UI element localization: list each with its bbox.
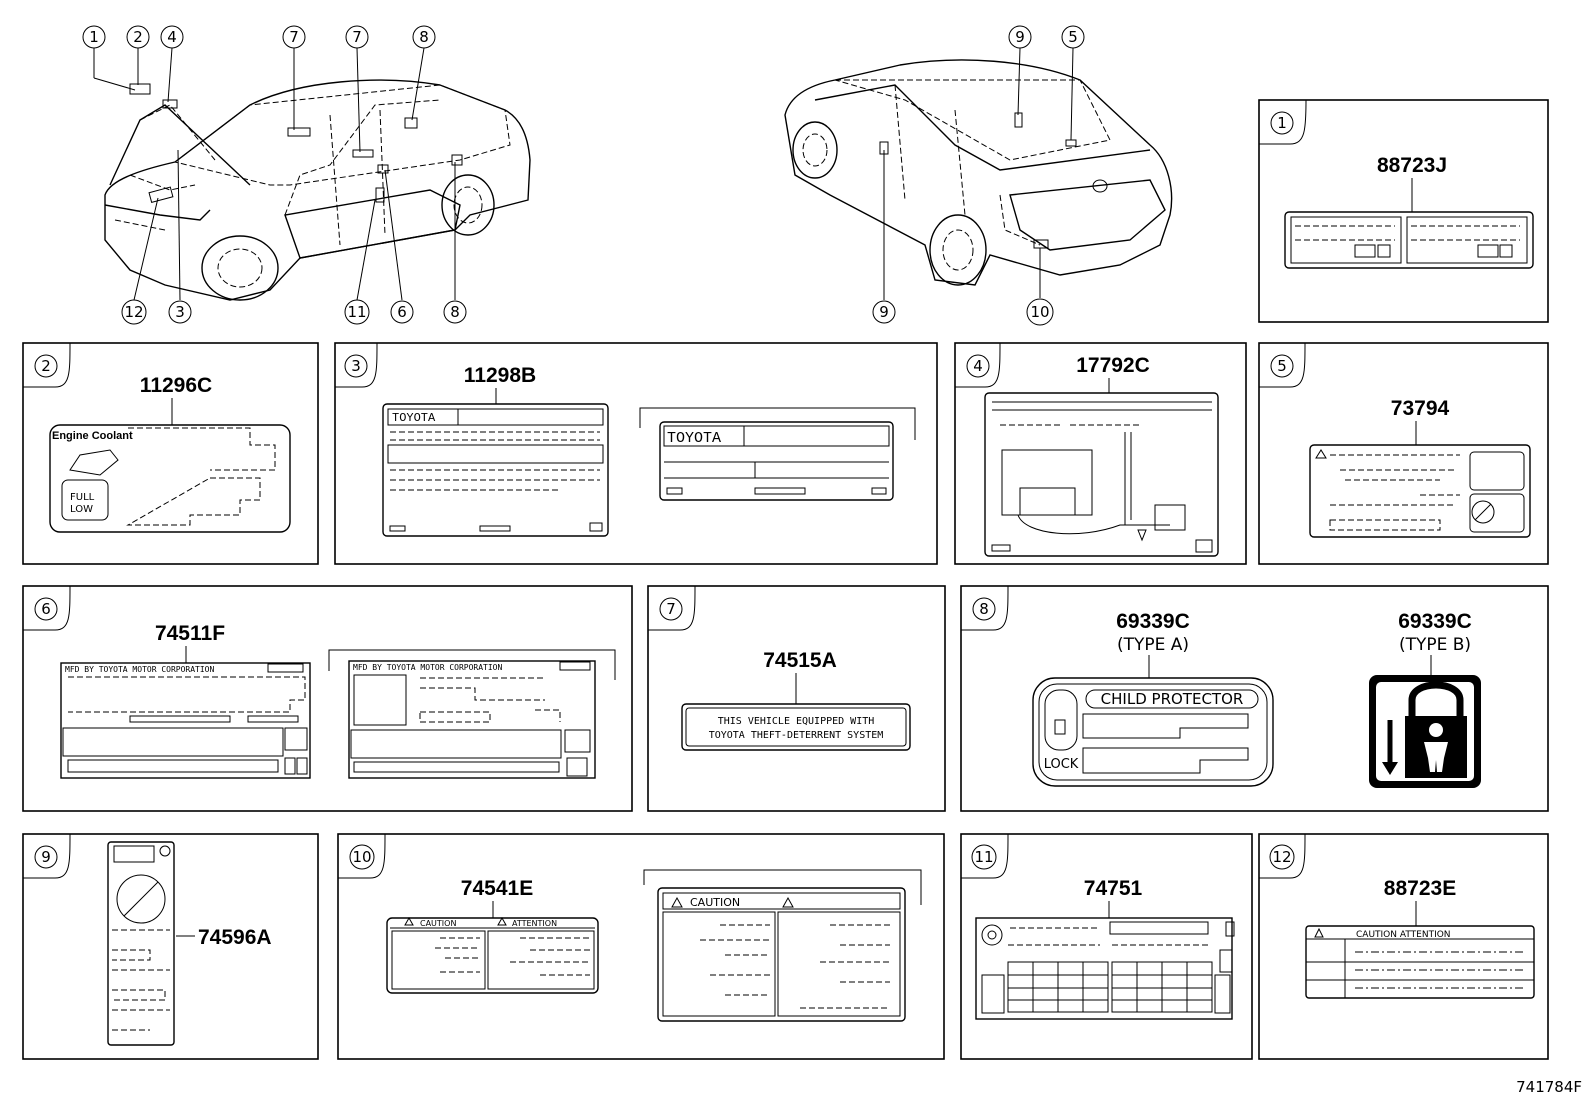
svg-text:FULL: FULL [70,492,95,503]
svg-text:73794: 73794 [1391,397,1450,420]
svg-text:CAUTION: CAUTION [420,919,456,928]
svg-text:10: 10 [352,848,371,866]
svg-text:LOW: LOW [70,504,93,515]
panel-1: 1 88723J [1258,99,1549,323]
svg-text:3: 3 [351,357,361,375]
svg-text:88723E: 88723E [1384,877,1456,900]
callout-7b: 7 [345,25,369,49]
svg-text:7: 7 [289,28,299,46]
svg-text:TOYOTA THEFT-DETERRENT SYSTEM: TOYOTA THEFT-DETERRENT SYSTEM [709,730,884,741]
svg-text:69339C: 69339C [1116,610,1190,633]
svg-text:4: 4 [973,357,983,375]
svg-text:74511F: 74511F [155,622,225,645]
svg-text:2: 2 [41,357,51,375]
svg-text:12: 12 [1272,848,1291,866]
svg-text:CHILD PROTECTOR: CHILD PROTECTOR [1101,690,1244,708]
callout-2: 2 [126,25,150,49]
svg-text:9: 9 [1015,28,1025,46]
svg-text:74515A: 74515A [763,649,837,672]
svg-text:1: 1 [1277,114,1287,132]
svg-text:4: 4 [167,28,177,46]
leader-lines-front [93,47,456,301]
panel-2: 2 11296C Engine Coolant FULL LOW [22,342,319,565]
callout-4: 4 [160,25,184,49]
svg-text:8: 8 [450,303,460,321]
callout-7a: 7 [282,25,306,49]
svg-text:11296C: 11296C [140,374,212,397]
svg-text:8: 8 [979,600,989,618]
svg-text:Engine Coolant: Engine Coolant [52,430,133,442]
svg-text:5: 5 [1277,357,1287,375]
svg-text:74541E: 74541E [461,877,533,900]
panel-5: 5 73794 [1258,342,1549,565]
svg-text:74751: 74751 [1084,877,1143,900]
svg-text:CAUTION ATTENTION: CAUTION ATTENTION [1356,930,1451,940]
svg-text:7: 7 [666,600,676,618]
car-rear-view [784,59,1173,286]
svg-text:69339C: 69339C [1398,610,1472,633]
svg-text:(TYPE A): (TYPE A) [1117,635,1189,655]
svg-text:7: 7 [352,28,362,46]
svg-text:CAUTION: CAUTION [690,896,740,909]
svg-text:TOYOTA: TOYOTA [392,411,436,425]
car-front-view [104,79,531,301]
svg-text:8: 8 [419,28,429,46]
svg-text:74596A: 74596A [198,926,272,949]
svg-text:11: 11 [347,303,366,321]
callouts-rear: 9 5 9 10 [872,25,1085,326]
callout-5: 5 [1061,25,1085,49]
svg-text:11: 11 [974,848,993,866]
panel-4: 4 17792C [954,342,1247,565]
callout-6: 6 [390,300,414,324]
svg-text:9: 9 [41,848,51,866]
svg-text:5: 5 [1068,28,1078,46]
callout-9b: 9 [872,300,896,324]
panel-11: 11 74751 [960,833,1253,1060]
panel-12: 12 88723E CAUTION ATTENTION [1258,833,1549,1060]
callout-8a: 8 [412,25,436,49]
panel-6: 6 74511F MFD BY TOYOTA MOTOR CORPORATION… [22,585,633,812]
callout-3: 3 [168,300,192,324]
svg-text:MFD BY TOYOTA MOTOR CORPORATIO: MFD BY TOYOTA MOTOR CORPORATION [353,663,502,672]
svg-text:ATTENTION: ATTENTION [512,919,557,928]
svg-text:TOYOTA: TOYOTA [667,430,721,447]
svg-text:6: 6 [397,303,407,321]
callout-1: 1 [82,25,106,49]
svg-text:MFD BY TOYOTA MOTOR CORPORATIO: MFD BY TOYOTA MOTOR CORPORATION [65,665,214,674]
panel-3: 3 11298B TOYOTA TOYOTA [334,342,938,565]
svg-text:6: 6 [41,600,51,618]
callout-10: 10 [1026,298,1054,326]
leader-lines-rear [883,47,1074,300]
svg-text:2: 2 [133,28,143,46]
panel-7: 7 74515A THIS VEHICLE EQUIPPED WITH TOYO… [647,585,946,812]
callouts-front: 1 2 4 7 7 8 12 3 11 6 8 [82,25,467,325]
callout-8b: 8 [443,300,467,324]
panel-10: 10 74541E CAUTION ATTENTION CAUTION [337,833,945,1060]
svg-text:17792C: 17792C [1076,354,1150,377]
svg-text:(TYPE B): (TYPE B) [1399,635,1471,655]
svg-text:LOCK: LOCK [1044,757,1079,772]
panel-9: 9 74596A [22,833,319,1060]
panel-8: 8 69339C (TYPE A) CHILD PROTECTOR LOCK 6… [960,585,1549,812]
svg-text:1: 1 [89,28,99,46]
svg-text:12: 12 [124,303,143,321]
svg-text:9: 9 [879,303,889,321]
diagram-id: 741784F [1516,1078,1582,1096]
svg-text:11298B: 11298B [464,364,536,387]
callout-9a: 9 [1008,25,1032,49]
callout-12: 12 [121,299,147,325]
svg-text:3: 3 [175,303,185,321]
svg-text:THIS VEHICLE EQUIPPED WITH: THIS VEHICLE EQUIPPED WITH [718,716,875,727]
svg-text:10: 10 [1030,303,1049,321]
part-number: 88723J [1377,154,1447,177]
callout-11: 11 [344,299,370,325]
